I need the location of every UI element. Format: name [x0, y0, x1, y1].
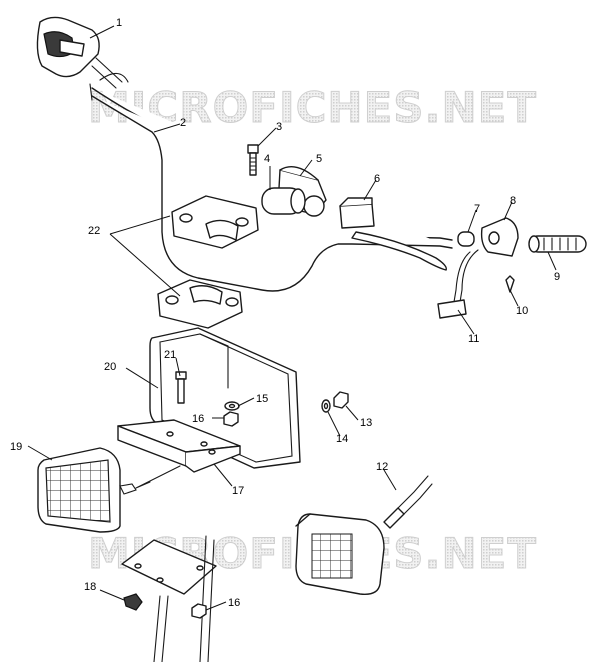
support-post	[153, 535, 215, 662]
left-headlight	[37, 447, 181, 533]
nut-13	[333, 391, 349, 409]
nut-16-lower	[191, 603, 207, 619]
callout-12: 12	[376, 461, 388, 473]
leader-lines	[27, 25, 557, 611]
left-control-housing	[36, 16, 123, 89]
bolt-3	[247, 144, 259, 176]
callout-16-lower: 16	[228, 597, 240, 609]
callout-numbers: 1 2 3 4 5 6 7 8 9 10 11 12 13 14 15 16 1…	[10, 17, 560, 609]
callout-7: 7	[474, 203, 480, 215]
callout-8: 8	[510, 195, 516, 207]
mounting-plate	[121, 539, 217, 595]
callout-22: 22	[88, 225, 100, 237]
callout-18: 18	[84, 581, 96, 593]
callout-16-upper: 16	[192, 413, 204, 425]
right-switch-housing	[480, 217, 519, 257]
callout-10: 10	[516, 305, 528, 317]
upper-clamp	[171, 195, 259, 249]
washer-14	[321, 399, 331, 413]
right-grip	[528, 235, 587, 253]
throttle-cable	[437, 249, 479, 319]
callout-5: 5	[316, 153, 322, 165]
callout-20: 20	[104, 361, 116, 373]
screw-10	[505, 275, 515, 293]
collar-7	[457, 231, 475, 247]
callout-19: 19	[10, 441, 22, 453]
callout-13: 13	[360, 417, 372, 429]
callout-3: 3	[276, 121, 282, 133]
right-headlight	[295, 475, 433, 595]
callout-4: 4	[264, 153, 270, 165]
callout-14: 14	[336, 433, 348, 445]
brace-4	[261, 187, 306, 215]
callout-1: 1	[116, 17, 122, 29]
callout-11: 11	[468, 333, 479, 345]
callout-6: 6	[374, 173, 380, 185]
washer-15	[224, 401, 240, 411]
callout-9: 9	[554, 271, 560, 283]
callout-2: 2	[180, 117, 186, 129]
connector-18	[123, 593, 143, 611]
callout-17: 17	[232, 485, 244, 497]
nut-16-upper	[223, 411, 239, 427]
callout-15: 15	[256, 393, 268, 405]
lower-clamp	[157, 279, 243, 329]
mounting-bracket	[117, 419, 241, 473]
callout-21: 21	[164, 349, 176, 361]
bolt-21	[175, 371, 187, 404]
